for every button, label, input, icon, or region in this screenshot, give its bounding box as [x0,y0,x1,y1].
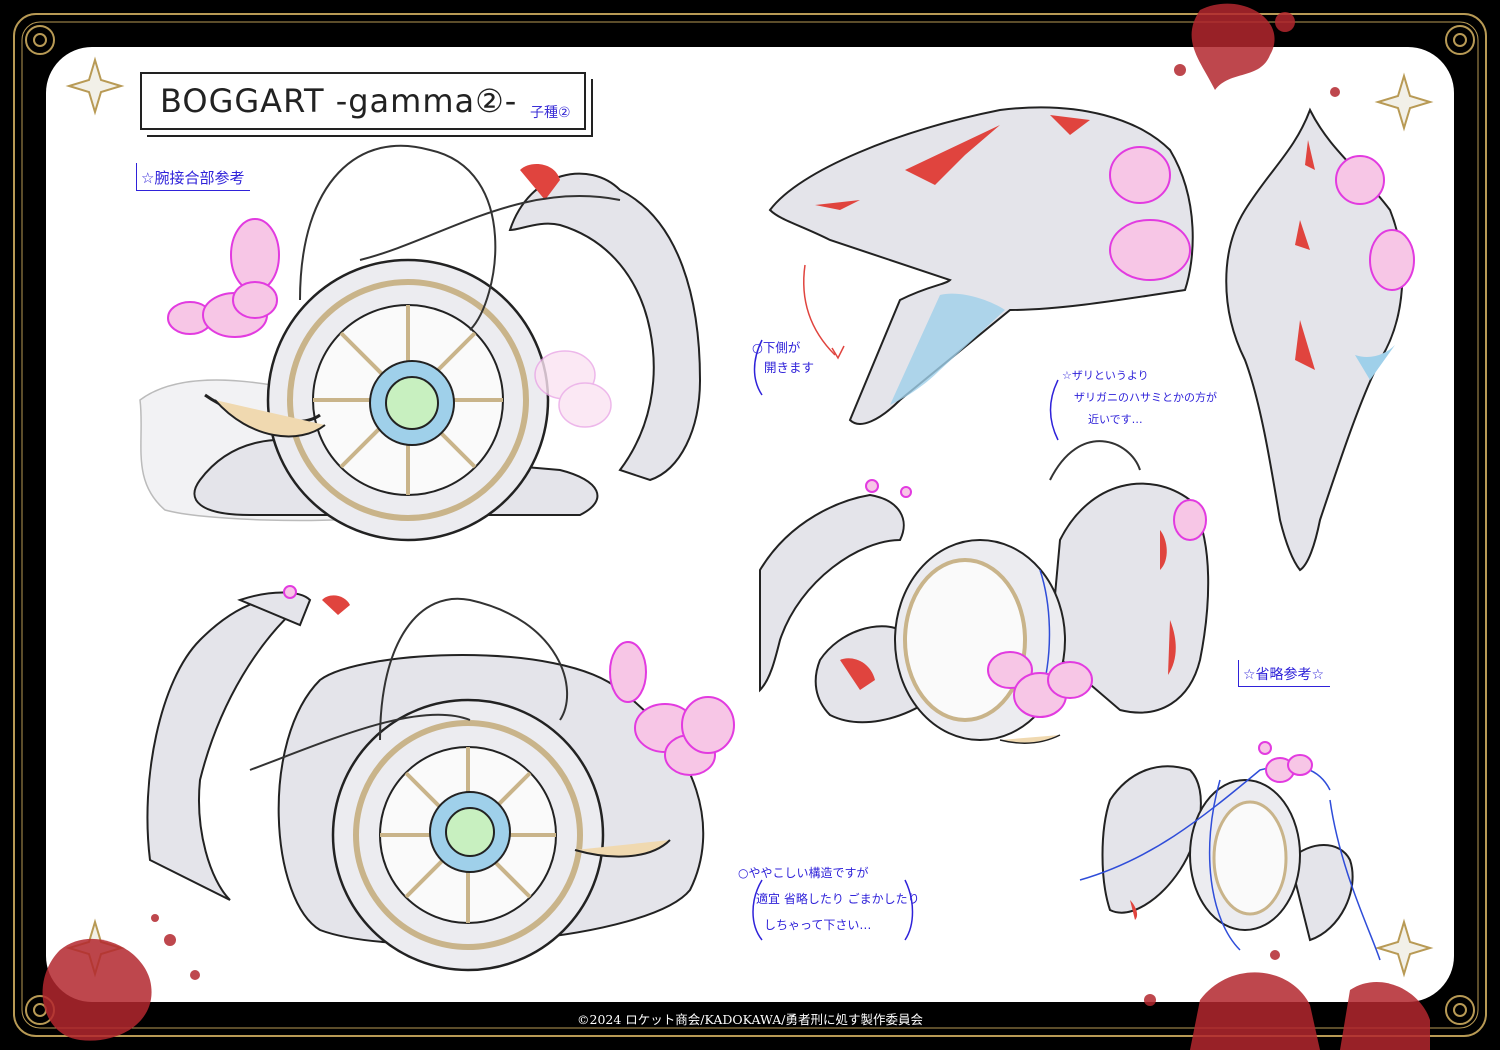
note-scissors-line-1: ☆ザリというより [1062,369,1149,382]
note-jaw-line-2: 開きます [764,360,815,375]
note-scissors-line-2: ザリガニのハサミとかの方が [1074,391,1217,404]
title-box: BOGGART -gamma②- 子種② [140,72,593,137]
sheet-title: BOGGART -gamma②- [160,82,518,120]
view-top-left [139,144,702,542]
view-jaw [768,106,1194,425]
note-structure-line-3: しちゃって下さい… [764,918,872,932]
note-jaw-line-1: ○下側が [752,340,801,355]
note-structure: ○ややこしい構造ですが 適宜 省略したり ごまかしたり しちゃって下さい… [738,860,920,938]
view-front-angle [759,440,1210,745]
note-structure-line-2: 適宜 省略したり ごまかしたり [756,892,920,906]
blood-splatter [42,3,1430,1050]
view-top-down [1225,107,1415,572]
view-simplified [1079,741,1381,961]
note-jaw: ○下側が 開きます [752,338,814,378]
annotation-brackets [752,339,1059,941]
view-bottom-left [146,585,735,972]
title-note: 子種② [530,105,571,121]
copyright-notice: ©2024 ロケット商会/KADOKAWA/勇者刑に処す製作委員会 [577,1012,923,1027]
note-scissors-line-3: 近いです… [1088,413,1143,426]
tag-arm-joint: ☆腕接合部参考 [136,163,251,191]
tag-simplified: ☆省略参考☆ [1238,660,1331,687]
note-scissors: ☆ザリというより ザリガニのハサミとかの方が 近いです… [1062,365,1217,431]
note-structure-line-1: ○ややこしい構造ですが [738,866,869,880]
